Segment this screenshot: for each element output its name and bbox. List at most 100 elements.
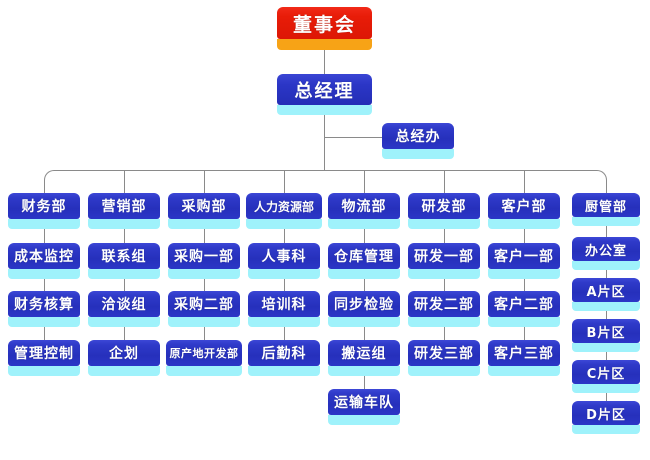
- node-shadow-bar: [572, 425, 640, 434]
- node-contact-group[interactable]: 联系组: [88, 243, 160, 279]
- node-area-d[interactable]: D片区: [572, 401, 640, 434]
- node-general-manager[interactable]: 总经理: [277, 74, 372, 115]
- node-shadow-bar: [88, 219, 160, 229]
- node-transport-fleet[interactable]: 运输车队: [328, 389, 400, 425]
- node-shadow-bar: [572, 261, 640, 270]
- node-warehouse-management[interactable]: 仓库管理: [328, 243, 400, 279]
- node-warehouse-management-label: 仓库管理: [328, 243, 400, 269]
- node-customer-div-2[interactable]: 客户二部: [488, 291, 560, 327]
- node-dept-marketing[interactable]: 营销部: [88, 193, 160, 229]
- node-dept-customer-label: 客户部: [488, 193, 560, 219]
- node-shadow-bar: [88, 269, 160, 279]
- connector-chain-col-7-2: [606, 270, 607, 278]
- node-rnd-div-1[interactable]: 研发一部: [408, 243, 480, 279]
- connector-chain-col-1-3: [124, 327, 125, 340]
- node-handling-group[interactable]: 搬运组: [328, 340, 400, 376]
- node-area-c-label: C片区: [572, 360, 640, 384]
- connector-chain-col-0-3: [44, 327, 45, 340]
- node-rnd-div-2-label: 研发二部: [408, 291, 480, 317]
- node-dept-rnd[interactable]: 研发部: [408, 193, 480, 229]
- connector-chain-col-4-4: [364, 376, 365, 389]
- node-shadow-bar: [248, 317, 320, 327]
- connector-chain-col-6-2: [524, 278, 525, 291]
- connector-chain-col-5-3: [444, 327, 445, 340]
- node-customer-div-1[interactable]: 客户一部: [488, 243, 560, 279]
- node-dept-finance[interactable]: 财务部: [8, 193, 80, 229]
- node-dept-kitchen-management[interactable]: 厨管部: [572, 193, 640, 226]
- node-area-a[interactable]: A片区: [572, 278, 640, 311]
- node-office[interactable]: 办公室: [572, 237, 640, 270]
- node-management-control[interactable]: 管理控制: [8, 340, 80, 376]
- node-area-b-label: B片区: [572, 319, 640, 343]
- node-shadow-bar: [8, 219, 80, 229]
- node-dept-kitchen-management-label: 厨管部: [572, 193, 640, 217]
- node-area-c[interactable]: C片区: [572, 360, 640, 393]
- node-rnd-div-3[interactable]: 研发三部: [408, 340, 480, 376]
- connector-chain-col-2-2: [204, 278, 205, 291]
- node-shadow-bar: [408, 219, 480, 229]
- connector-bus-left-elbow: [44, 170, 55, 189]
- connector-chain-col-0-2: [44, 278, 45, 291]
- node-logistics-section[interactable]: 后勤科: [248, 340, 320, 376]
- node-purchasing-div-1[interactable]: 采购一部: [168, 243, 240, 279]
- connector-chain-col-5-2: [444, 278, 445, 291]
- node-purchasing-div-1-label: 采购一部: [168, 243, 240, 269]
- node-customer-div-3-label: 客户三部: [488, 340, 560, 366]
- node-training-section[interactable]: 培训科: [248, 291, 320, 327]
- node-training-section-label: 培训科: [248, 291, 320, 317]
- node-sync-inspection-label: 同步检验: [328, 291, 400, 317]
- connector-root-to-ceo: [324, 50, 325, 74]
- node-rnd-div-2[interactable]: 研发二部: [408, 291, 480, 327]
- node-shadow-bar: [488, 366, 560, 376]
- node-planning-group[interactable]: 企划: [88, 340, 160, 376]
- node-dept-finance-label: 财务部: [8, 193, 80, 219]
- connector-drop-col-2: [204, 170, 205, 193]
- node-negotiation-group[interactable]: 洽谈组: [88, 291, 160, 327]
- node-dept-purchasing-label: 采购部: [168, 193, 240, 219]
- connector-chain-col-0-1: [44, 229, 45, 243]
- node-general-manager-label: 总经理: [277, 74, 372, 105]
- connector-drop-col-6: [524, 170, 525, 193]
- node-board-of-directors[interactable]: 董事会: [277, 7, 372, 50]
- node-cost-control[interactable]: 成本监控: [8, 243, 80, 279]
- node-shadow-bar: [382, 149, 454, 159]
- node-shadow-bar: [168, 269, 240, 279]
- node-shadow-bar: [408, 366, 480, 376]
- node-shadow-bar: [8, 269, 80, 279]
- connector-chain-col-4-1: [364, 229, 365, 243]
- node-transport-fleet-label: 运输车队: [328, 389, 400, 415]
- node-shadow-bar: [572, 302, 640, 311]
- connector-chain-col-3-2: [284, 278, 285, 291]
- node-sync-inspection[interactable]: 同步检验: [328, 291, 400, 327]
- node-dept-customer[interactable]: 客户部: [488, 193, 560, 229]
- node-personnel-section[interactable]: 人事科: [248, 243, 320, 279]
- node-dept-marketing-label: 营销部: [88, 193, 160, 219]
- node-general-manager-office-label: 总经办: [382, 123, 454, 149]
- node-dept-logistics[interactable]: 物流部: [328, 193, 400, 229]
- node-origin-development-dept[interactable]: 原产地开发部: [166, 340, 242, 376]
- node-shadow-bar: [328, 269, 400, 279]
- node-shadow-bar: [572, 384, 640, 393]
- node-dept-human-resources[interactable]: 人力资源部: [246, 193, 322, 229]
- node-shadow-bar: [277, 105, 372, 115]
- connector-drop-col-7: [606, 187, 607, 193]
- node-customer-div-2-label: 客户二部: [488, 291, 560, 317]
- connector-chain-col-3-3: [284, 327, 285, 340]
- node-customer-div-3[interactable]: 客户三部: [488, 340, 560, 376]
- node-origin-development-dept-label: 原产地开发部: [166, 340, 242, 366]
- node-shadow-bar: [168, 219, 240, 229]
- node-general-manager-office[interactable]: 总经办: [382, 123, 454, 159]
- node-shadow-bar: [408, 317, 480, 327]
- node-shadow-bar: [328, 317, 400, 327]
- connector-ceo-down: [324, 115, 325, 170]
- connector-drop-col-5: [444, 170, 445, 193]
- connector-chain-col-2-1: [204, 229, 205, 243]
- node-area-b[interactable]: B片区: [572, 319, 640, 352]
- node-purchasing-div-2[interactable]: 采购二部: [168, 291, 240, 327]
- node-financial-accounting[interactable]: 财务核算: [8, 291, 80, 327]
- node-shadow-bar: [328, 219, 400, 229]
- node-shadow-bar: [88, 366, 160, 376]
- node-shadow-bar: [168, 317, 240, 327]
- node-dept-purchasing[interactable]: 采购部: [168, 193, 240, 229]
- node-financial-accounting-label: 财务核算: [8, 291, 80, 317]
